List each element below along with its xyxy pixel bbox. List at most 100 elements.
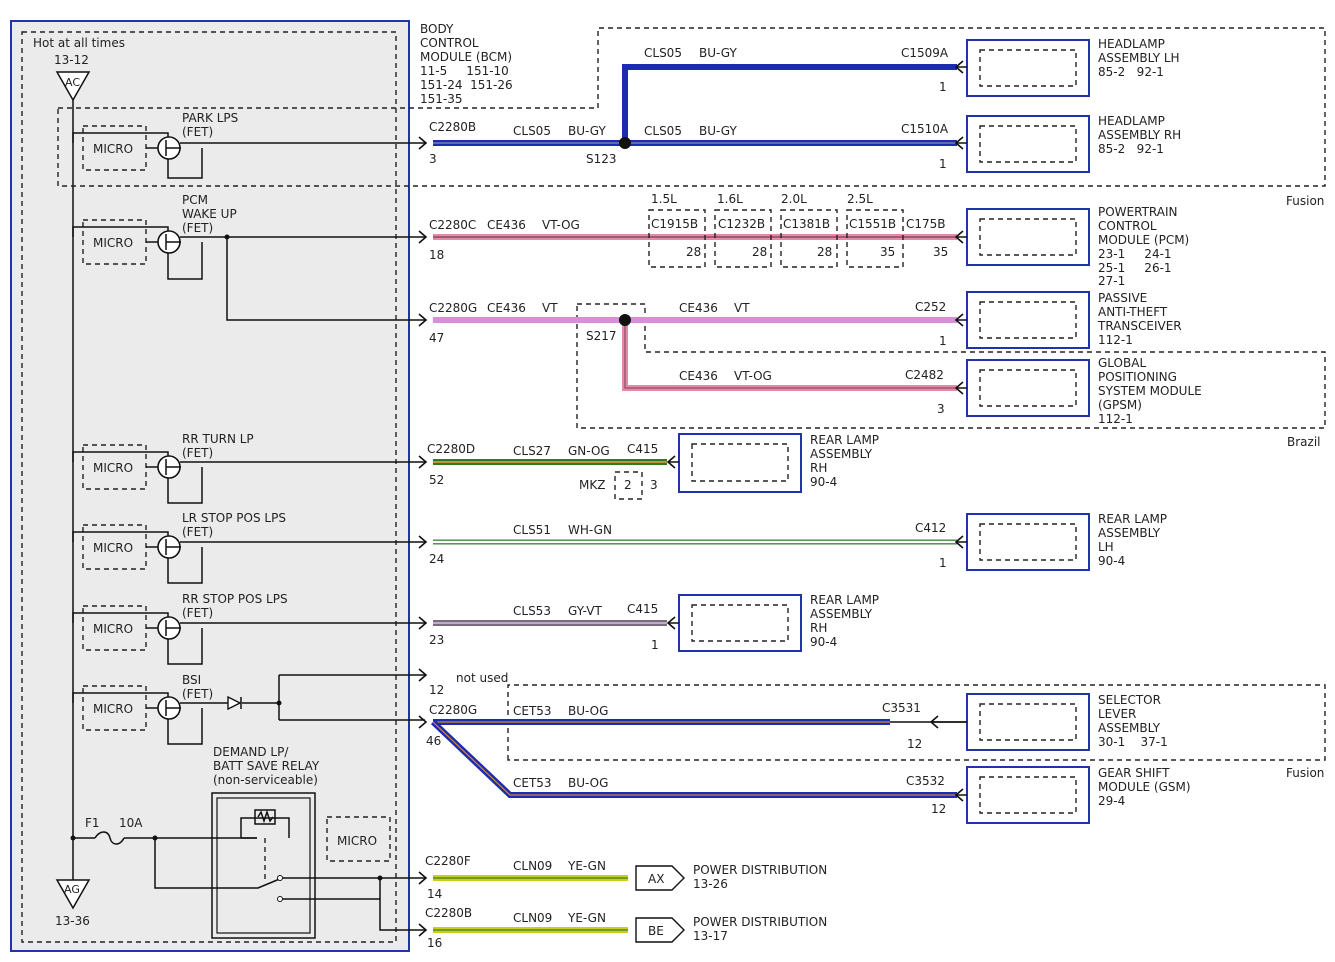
pin-rrturn: 52 [429, 473, 444, 487]
bcm-title-5: 151-24 151-26 [420, 78, 513, 92]
component-inner [979, 218, 1077, 256]
component-name-2: ASSEMBLY LH [1098, 51, 1180, 65]
inline-conn-4: C1551B [849, 217, 896, 231]
ac-ref: 13-12 [54, 53, 89, 67]
relay-micro-box [326, 816, 391, 862]
driver-type: (FET) [182, 221, 213, 235]
component-rr-lamp-stop: REAR LAMP ASSEMBLY RH 90-4 [678, 593, 879, 652]
circuit-cls51: CLS51 [513, 523, 551, 537]
fet-driver [72, 451, 203, 504]
component-selector-lever: SELECTOR LEVER ASSEMBLY 30-1 37-1 [966, 693, 1168, 751]
bcm-title-6: 151-35 [420, 92, 463, 106]
component-frame [966, 115, 1090, 173]
relay-micro-label: MICRO [337, 834, 377, 848]
driver-type: (FET) [182, 125, 213, 139]
inline-eng-2: 1.6L [717, 192, 743, 206]
variant-brazil: Brazil [1287, 435, 1321, 449]
component-headlamp-lh: HEADLAMP ASSEMBLY LH 85-2 92-1 [966, 37, 1180, 97]
pin-c415-turn: 3 [650, 478, 658, 492]
component-ref-2: 25-1 26-1 [1098, 261, 1172, 275]
ag-label: AG [64, 883, 80, 896]
component-ref: 112-1 [1098, 333, 1133, 347]
fuse-rating: 10A [119, 816, 143, 830]
relay-box-outer [211, 792, 316, 939]
bcm-title-2: CONTROL [420, 36, 479, 50]
component-ref: 85-2 92-1 [1098, 65, 1164, 79]
bcm-title-3: MODULE (BCM) [420, 50, 512, 64]
circuit-ce436-pats: CE436 [679, 301, 718, 315]
mkz-pin: 2 [624, 478, 632, 492]
driver-name: RR STOP POS LPS [182, 592, 288, 606]
conn-pats: C2280G [429, 301, 477, 315]
fet-gate [165, 539, 181, 555]
component-name-3: MODULE (PCM) [1098, 233, 1189, 247]
fet-driver [72, 531, 203, 584]
conn-rrturn: C2280D [427, 442, 475, 456]
driver-rr-turn-lp: MICRO RR TURN LP (FET) [72, 432, 254, 504]
inline-connectors: 1.5L C1915B 28 1.6L C1232B 28 2.0L C1381… [648, 192, 904, 268]
component-name-3: TRANSCEIVER [1097, 319, 1182, 333]
connector-chevron-icon [418, 455, 428, 469]
conn-pcm: C2280C [429, 218, 476, 232]
driver-lr-stop-pos-lps: MICRO LR STOP POS LPS (FET) [72, 511, 286, 584]
connector-chevron-icon [418, 668, 428, 682]
pin-pd1: 14 [427, 887, 442, 901]
driver-name: BSI [182, 673, 201, 687]
fet-driver [72, 692, 203, 745]
driver-type: (FET) [182, 446, 213, 460]
component-frame [678, 594, 802, 652]
bcm-module-frame [10, 20, 410, 952]
fet-gate [165, 459, 181, 475]
bcm-title-4: 11-5 151-10 [420, 64, 509, 78]
component-ref-3: 27-1 [1098, 274, 1125, 288]
component-inner [979, 776, 1077, 814]
micro-label: MICRO [93, 461, 133, 475]
circuit-cls27: CLS27 [513, 444, 551, 458]
junction-dot [224, 234, 230, 240]
pin-pcm: 18 [429, 248, 444, 262]
component-name-3: LH [1098, 540, 1114, 554]
color-cls27: GN-OG [568, 444, 610, 458]
micro-label: MICRO [93, 142, 133, 156]
component-name-1: GEAR SHIFT [1098, 766, 1170, 780]
color-cls05-lh: BU-GY [699, 46, 737, 60]
power-dist-2-name: POWER DISTRIBUTION [693, 915, 827, 929]
circuit-cln09-1: CLN09 [513, 859, 552, 873]
micro-label: MICRO [93, 702, 133, 716]
relay-contacts [154, 838, 380, 900]
component-name-1: REAR LAMP [810, 433, 879, 447]
driver-park-lps: MICRO PARK LPS (FET) [72, 111, 238, 179]
splice-s123-label: S123 [586, 152, 617, 166]
conn-c2482: C2482 [905, 368, 944, 382]
tag-shape [635, 865, 685, 891]
ac-label: AC [65, 76, 80, 89]
component-gsm: GEAR SHIFT MODULE (GSM) 29-4 [966, 766, 1191, 824]
component-inner [979, 523, 1077, 561]
inline-eng-1: 1.5L [651, 192, 677, 206]
component-pcm: POWERTRAIN CONTROL MODULE (PCM) 23-1 24-… [966, 205, 1189, 288]
component-inner [691, 604, 789, 642]
pin-lrstop: 24 [429, 552, 444, 566]
component-name-2: ASSEMBLY RH [1098, 128, 1181, 142]
driver-name: PCM [182, 193, 208, 207]
component-ref: 90-4 [810, 475, 837, 489]
color-cet53-sel: BU-OG [568, 704, 608, 718]
color-ce436-pcm: VT-OG [542, 218, 580, 232]
pin-c175b: 35 [933, 245, 948, 259]
fuse-icon [73, 831, 257, 845]
pin-rrstop: 23 [429, 633, 444, 647]
driver-type: (FET) [182, 606, 213, 620]
pin-pd2: 16 [427, 936, 442, 950]
component-name-1: GLOBAL [1098, 356, 1146, 370]
wire-cls05-lh [622, 64, 957, 143]
conn-park: C2280B [429, 120, 476, 134]
component-ref: 85-2 92-1 [1098, 142, 1164, 156]
pin-c1510a: 1 [939, 157, 947, 171]
fet-gate [165, 140, 181, 156]
color-cln09-1: YE-GN [567, 859, 606, 873]
relay-label-3: (non-serviceable) [213, 773, 318, 787]
component-pats: PASSIVE ANTI-THEFT TRANSCEIVER 112-1 [966, 291, 1182, 349]
component-gpsm: GLOBAL POSITIONING SYSTEM MODULE (GPSM) … [966, 356, 1202, 426]
component-inner [979, 49, 1077, 87]
tag-ax: AX [635, 865, 685, 891]
